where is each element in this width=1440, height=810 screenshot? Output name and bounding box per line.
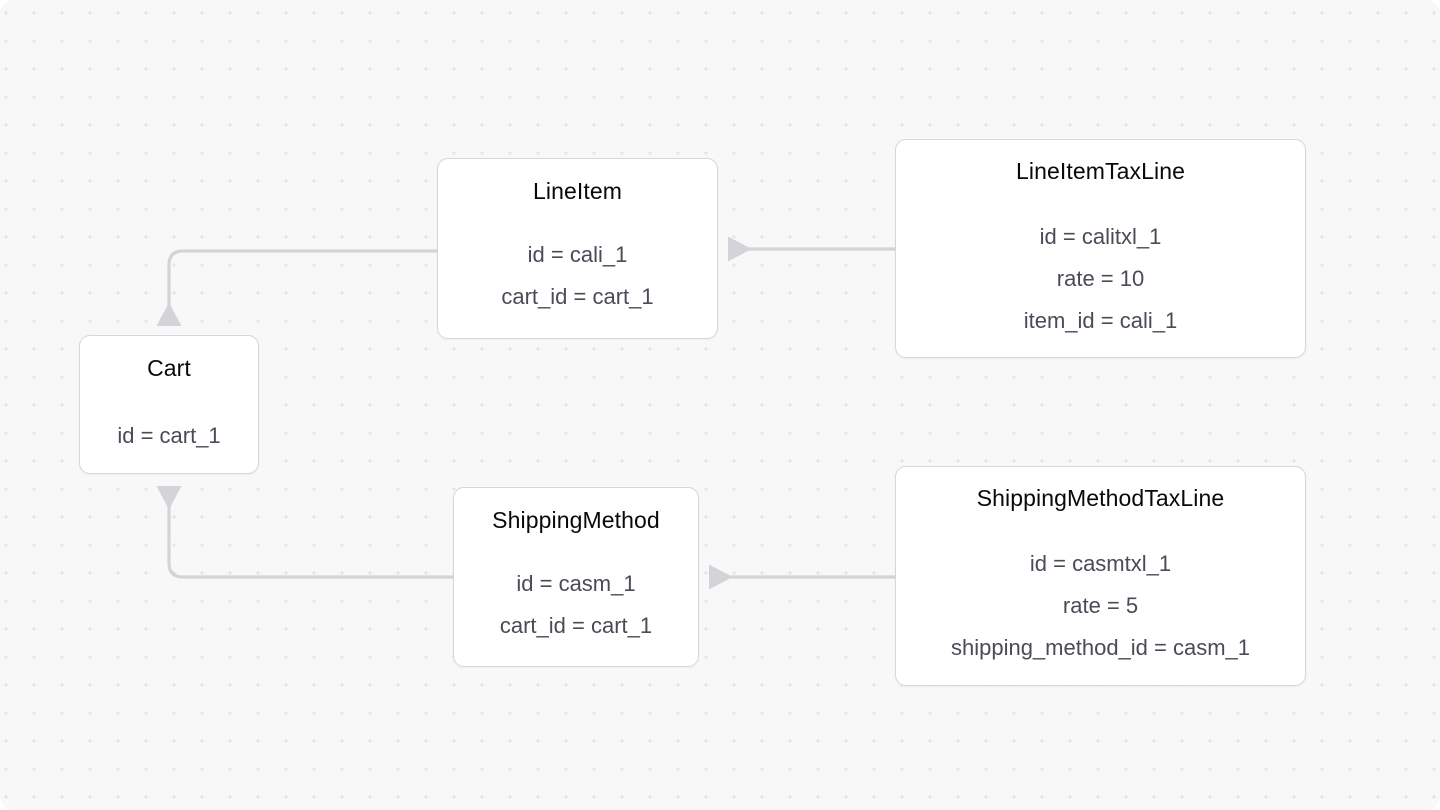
node-lineitem-field-cart-id: cart_id = cart_1 (501, 284, 654, 309)
node-shippingmethod[interactable]: ShippingMethod id = casm_1 cart_id = car… (453, 487, 699, 667)
edge-lineitem-to-cart (156, 249, 437, 326)
node-shippingmethod-title: ShippingMethod (492, 507, 660, 533)
node-shippingmethod-field-id: id = casm_1 (516, 571, 636, 596)
node-lineitem-field-id: id = cali_1 (527, 242, 628, 267)
node-lineitemtaxline-field-rate: rate = 10 (1056, 266, 1145, 291)
node-shippingmethodtaxline-title: ShippingMethodTaxLine (976, 485, 1225, 511)
node-lineitemtaxline-field-item-id: item_id = cali_1 (1023, 308, 1178, 333)
node-lineitemtaxline-title: LineItemTaxLine (1016, 158, 1185, 184)
node-cart-fields: id = cart_1 (117, 416, 220, 456)
node-cart[interactable]: Cart id = cart_1 (79, 335, 259, 474)
node-cart-field-id: id = cart_1 (117, 423, 221, 448)
node-lineitem[interactable]: LineItem id = cali_1 cart_id = cart_1 (437, 158, 718, 339)
node-shippingmethod-fields: id = casm_1 cart_id = cart_1 (500, 564, 652, 646)
node-shippingmethodtaxline-field-shipping-method-id: shipping_method_id = casm_1 (950, 635, 1251, 660)
node-shippingmethodtaxline-field-rate: rate = 5 (1062, 593, 1139, 618)
node-lineitem-fields: id = cali_1 cart_id = cart_1 (501, 235, 653, 317)
node-lineitemtaxline[interactable]: LineItemTaxLine id = calitxl_1 rate = 10… (895, 139, 1306, 358)
node-shippingmethod-field-cart-id: cart_id = cart_1 (499, 613, 653, 638)
node-shippingmethodtaxline-field-id: id = casmtxl_1 (1029, 551, 1172, 576)
node-shippingmethodtaxline[interactable]: ShippingMethodTaxLine id = casmtxl_1 rat… (895, 466, 1306, 686)
node-lineitem-title: LineItem (532, 178, 622, 204)
edge-shippingmethod-to-cart (156, 486, 453, 579)
node-cart-title: Cart (147, 355, 191, 381)
node-lineitemtaxline-fields: id = calitxl_1 rate = 10 item_id = cali_… (1024, 217, 1177, 341)
node-shippingmethodtaxline-fields: id = casmtxl_1 rate = 5 shipping_method_… (951, 544, 1250, 668)
node-lineitemtaxline-field-id: id = calitxl_1 (1039, 224, 1162, 249)
